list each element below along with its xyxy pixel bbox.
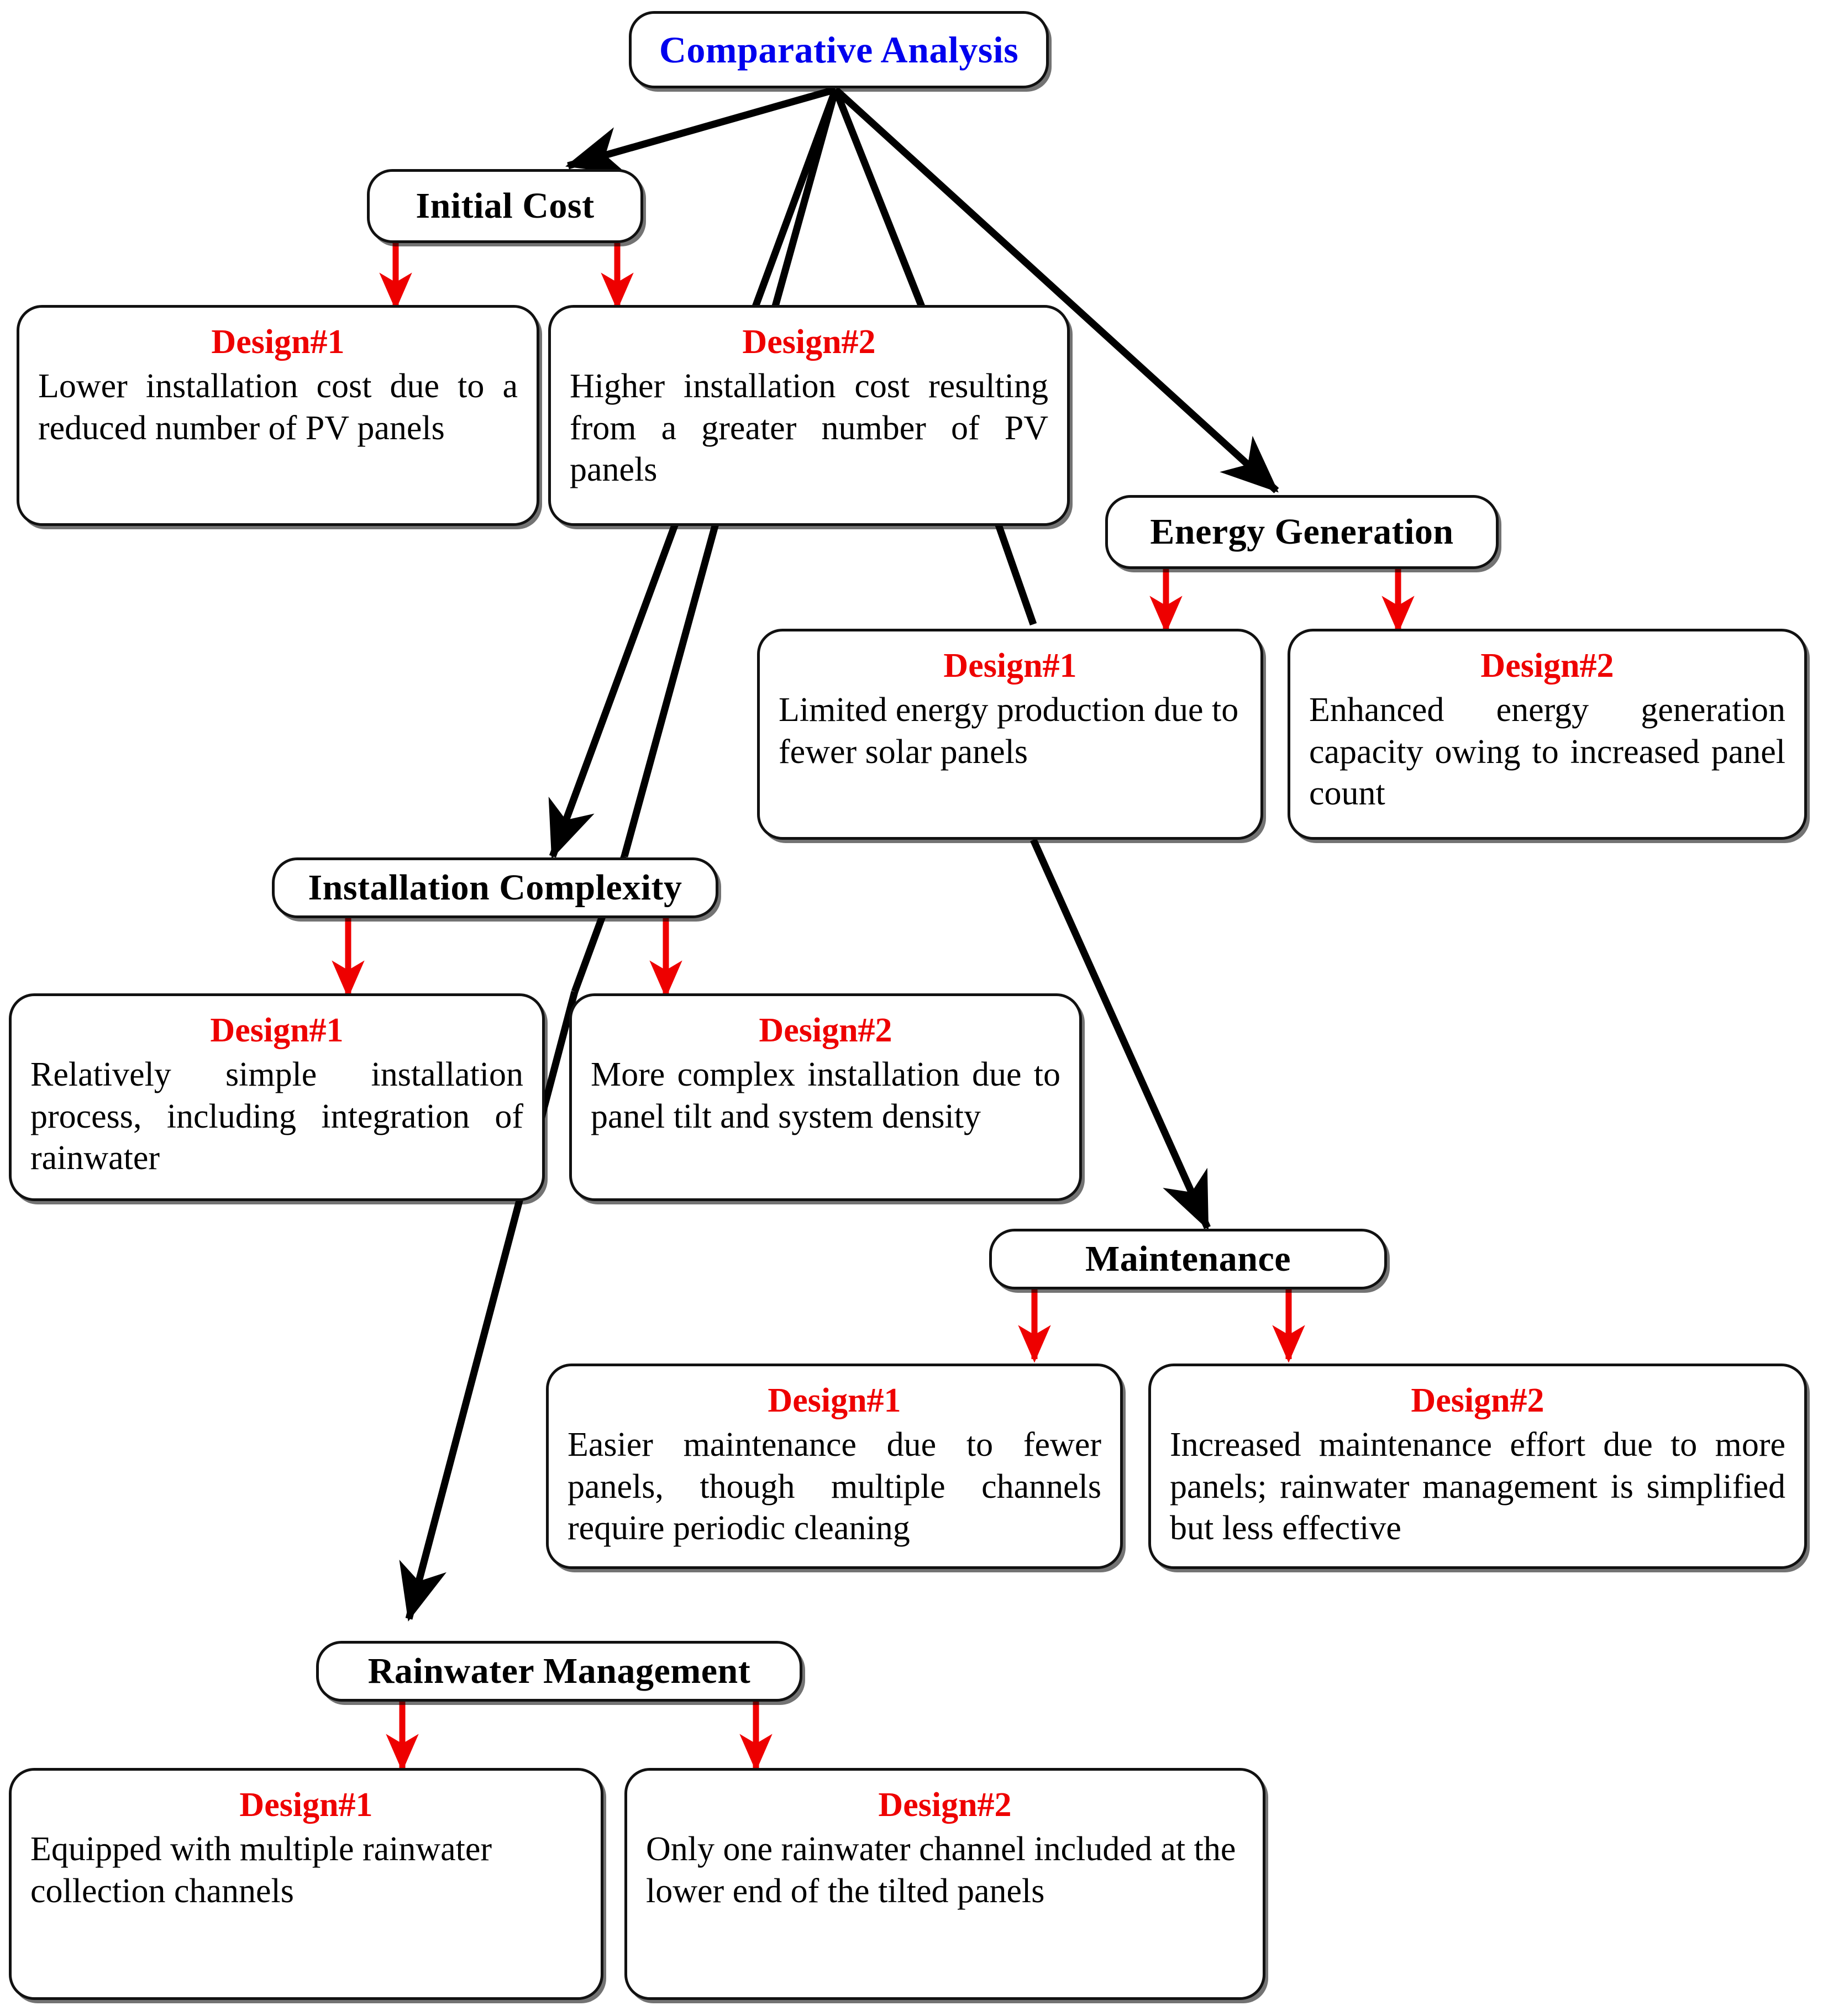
- leaf-energy-generation-design1[interactable]: Design#1 Limited energy production due t…: [757, 629, 1263, 840]
- node-maintenance[interactable]: Maintenance: [989, 1229, 1387, 1289]
- black-connector-rainwater-management: [770, 88, 839, 313]
- leaf-maintenance-design2[interactable]: Design#2 Increased maintenance effort du…: [1148, 1364, 1807, 1569]
- leaf-title-energy-generation-design1: Design#1: [943, 647, 1077, 685]
- leaf-body-energy-generation-design2: Enhanced energy generation capacity owin…: [1309, 691, 1785, 813]
- leaf-body-rainwater-management-design2: Only one rainwater channel included at t…: [646, 1830, 1236, 1910]
- leaf-body-maintenance-design1: Easier maintenance due to fewer panels, …: [568, 1426, 1101, 1547]
- leaf-installation-complexity-design1[interactable]: Design#1 Relatively simple installation …: [9, 993, 545, 1201]
- leaf-title-initial-cost-design2: Design#2: [742, 323, 876, 361]
- leaf-initial-cost-design2[interactable]: Design#2 Higher installation cost result…: [548, 305, 1070, 526]
- node-label-energy-generation: Energy Generation: [1150, 512, 1454, 552]
- leaf-title-maintenance-design1: Design#1: [768, 1382, 901, 1419]
- node-energy-generation[interactable]: Energy Generation: [1105, 495, 1499, 569]
- leaf-body-rainwater-management-design1: Equipped with multiple rainwater collect…: [30, 1830, 492, 1910]
- leaf-title-rainwater-management-design2: Design#2: [878, 1786, 1012, 1824]
- leaf-body-initial-cost-design2: Higher installation cost resulting from …: [570, 367, 1048, 489]
- leaf-body-installation-complexity-design2: More complex installation due to panel t…: [591, 1056, 1060, 1135]
- leaf-body-maintenance-design2: Increased maintenance effort due to more…: [1170, 1426, 1785, 1547]
- leaf-title-installation-complexity-design1: Design#1: [210, 1012, 344, 1049]
- leaf-installation-complexity-design2[interactable]: Design#2 More complex installation due t…: [569, 993, 1082, 1201]
- node-installation-complexity[interactable]: Installation Complexity: [272, 857, 718, 918]
- leaf-rainwater-management-design1[interactable]: Design#1 Equipped with multiple rainwate…: [9, 1768, 603, 2000]
- node-comparative-analysis[interactable]: Comparative Analysis: [629, 11, 1049, 88]
- leaf-title-initial-cost-design1: Design#1: [211, 323, 345, 361]
- leaf-body-initial-cost-design1: Lower installation cost due to a reduced…: [38, 367, 518, 447]
- node-label-initial-cost: Initial Cost: [416, 186, 595, 226]
- leaf-title-rainwater-management-design1: Design#1: [239, 1786, 373, 1824]
- leaf-title-maintenance-design2: Design#2: [1411, 1382, 1544, 1419]
- leaf-title-energy-generation-design2: Design#2: [1480, 647, 1614, 685]
- leaf-body-installation-complexity-design1: Relatively simple installation process, …: [30, 1056, 523, 1177]
- black-connector-maintenance: [832, 88, 928, 314]
- black-connector-initial-cost: [565, 86, 837, 175]
- node-label-comparative-analysis: Comparative Analysis: [659, 28, 1019, 71]
- leaf-energy-generation-design2[interactable]: Design#2 Enhanced energy generation capa…: [1288, 629, 1807, 840]
- leaf-maintenance-design1[interactable]: Design#1 Easier maintenance due to fewer…: [546, 1364, 1123, 1569]
- node-label-maintenance: Maintenance: [1085, 1239, 1291, 1279]
- node-rainwater-management[interactable]: Rainwater Management: [316, 1641, 802, 1702]
- leaf-title-installation-complexity-design2: Design#2: [759, 1012, 892, 1049]
- leaf-initial-cost-design1[interactable]: Design#1 Lower installation cost due to …: [17, 305, 539, 526]
- leaf-body-energy-generation-design1: Limited energy production due to fewer s…: [779, 691, 1239, 771]
- node-initial-cost[interactable]: Initial Cost: [367, 169, 643, 243]
- node-label-installation-complexity: Installation Complexity: [308, 867, 682, 908]
- node-label-rainwater-management: Rainwater Management: [367, 1651, 751, 1691]
- leaf-rainwater-management-design2[interactable]: Design#2 Only one rainwater channel incl…: [624, 1768, 1265, 2000]
